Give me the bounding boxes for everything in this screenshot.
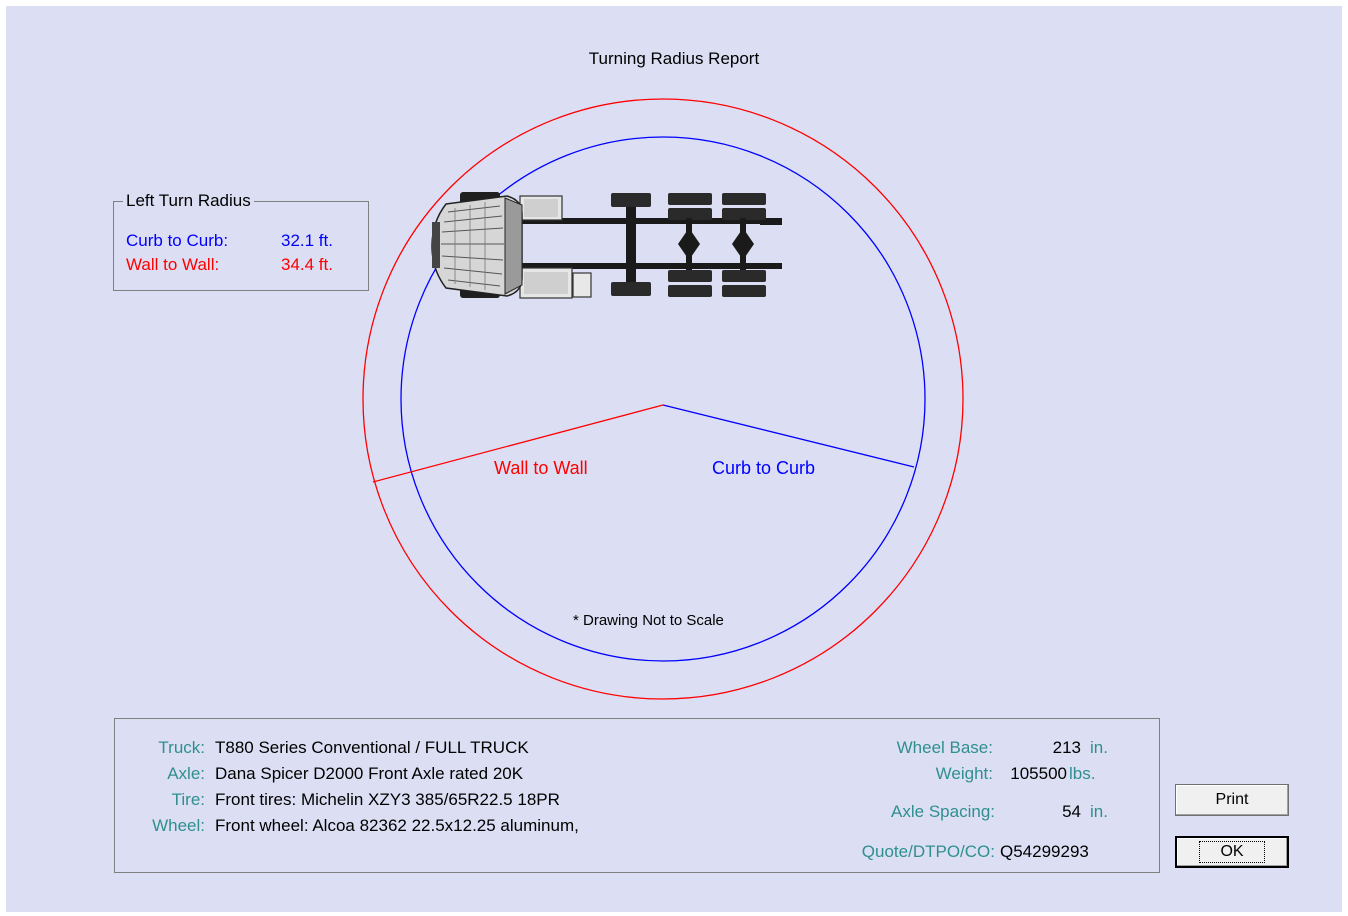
not-to-scale-note: * Drawing Not to Scale [573,612,724,629]
wheelbase-unit: in. [1090,738,1108,757]
print-button-label: Print [1215,791,1249,808]
tire-value: Front tires: Michelin XZY3 385/65R22.5 1… [215,790,560,809]
axle-label: Axle: [167,764,205,783]
wheelbase-value: 213 [1052,738,1081,757]
axle-spacing-label: Axle Spacing: [891,802,995,821]
truck-info-group: Truck: T880 Series Conventional / FULL T… [114,718,1160,873]
wheel-label: Wheel: [152,816,205,835]
wall-radius-line [372,404,664,483]
weight-value: 105500 [1010,764,1067,783]
ok-button[interactable]: OK [1175,836,1289,868]
tire-label: Tire: [171,790,205,809]
weight-label: Weight: [935,764,993,783]
curb-to-curb-value: 32.1 ft. [281,231,333,250]
print-button[interactable]: Print [1175,784,1289,816]
curb-to-curb-row-label: Curb to Curb: [126,231,229,250]
truck-value: T880 Series Conventional / FULL TRUCK [215,738,529,757]
quote-label: Quote/DTPO/CO: [861,842,995,861]
wall-to-wall-value: 34.4 ft. [281,255,333,274]
truck-label: Truck: [158,738,205,757]
truck-top-view-icon [431,192,782,299]
axle-spacing-unit: in. [1090,802,1108,821]
left-turn-radius-group: Left Turn Radius Curb to Curb: 32.1 ft. … [113,191,369,291]
left-turn-radius-legend: Left Turn Radius [123,191,254,211]
wheelbase-label: Wheel Base: [896,738,993,757]
wall-to-wall-circle [362,98,964,700]
report-dialog [6,6,1342,912]
report-title: Turning Radius Report [588,49,760,68]
wall-to-wall-label: Wall to Wall [494,458,588,478]
curb-radius-line [662,404,915,468]
curb-to-curb-label: Curb to Curb [712,458,815,478]
wheel-value: Front wheel: Alcoa 82362 22.5x12.25 alum… [215,816,579,835]
quote-value: Q54299293 [1000,842,1089,861]
axle-spacing-value: 54 [1062,802,1081,821]
curb-to-curb-circle [400,136,926,662]
axle-value: Dana Spicer D2000 Front Axle rated 20K [215,764,524,783]
weight-unit: lbs. [1069,764,1096,783]
ok-button-label: OK [1199,841,1265,863]
wall-to-wall-row-label: Wall to Wall: [126,255,220,274]
